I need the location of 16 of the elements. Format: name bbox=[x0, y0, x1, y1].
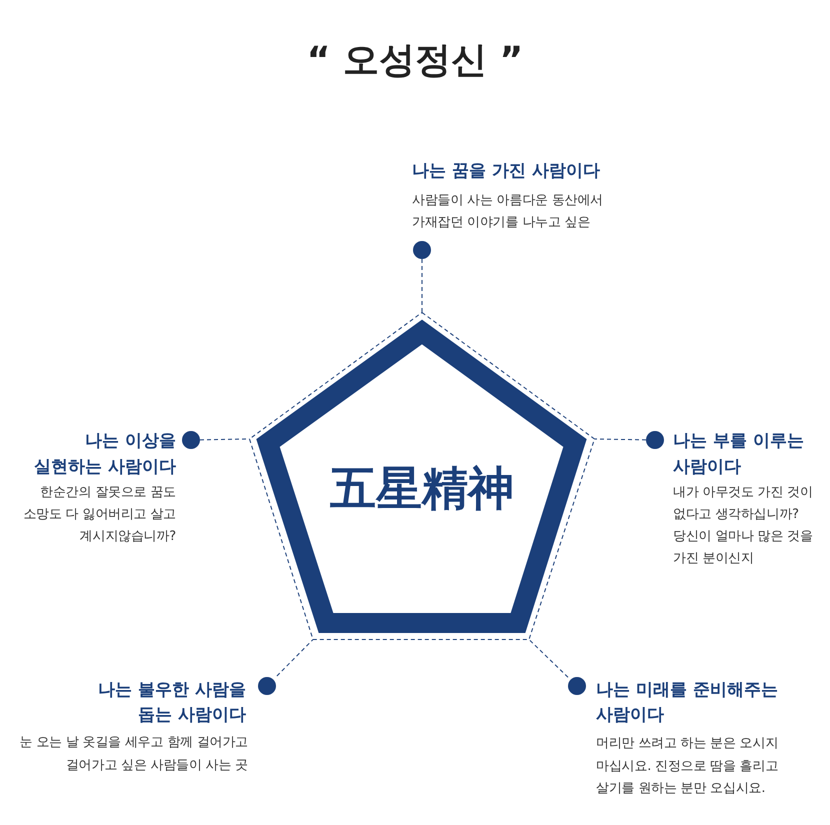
callout-text: 사람들이 사는 아름다운 동산에서 가재잡던 이야기를 나누고 싶은 bbox=[412, 192, 604, 232]
leader-line bbox=[528, 639, 568, 678]
callout-text: 내가 아무것도 가진 것이 없다고 생각하십니까? 당신이 얼마나 많은 것을 가진 분이신지 bbox=[673, 484, 814, 568]
callout-heading: 나는 불우한 사람을 돕는 사람이다 bbox=[97, 679, 246, 727]
callout-text: 머리만 쓰려고 하는 분은 오시지 마십시요. 진정으로 땀을 흘리고 살기를 원하는 분만 오십시요. bbox=[596, 735, 780, 798]
callout-heading: 나는 꿈을 가진 사람이다 bbox=[412, 160, 600, 183]
title: “ 오성정신 ” bbox=[306, 39, 524, 83]
callout-text: 눈 오는 날 옷길을 세우고 함께 걸어가고 걸어가고 싶은 사람들이 사는 곳 bbox=[18, 734, 248, 775]
callout-text: 한순간의 잘못으로 꿈도 소망도 다 잃어버리고 살고 계시지않습니까? bbox=[22, 484, 176, 546]
callout-heading: 나는 미래를 준비해주는 사람이다 bbox=[596, 679, 779, 727]
leader-line bbox=[276, 639, 314, 676]
callout-heading: 나는 부를 이루는 사람이다 bbox=[673, 430, 805, 479]
callout-heading: 나는 이상을 실현하는 사람이다 bbox=[33, 430, 176, 479]
center-label: 五星精神 bbox=[329, 460, 515, 516]
leader-line bbox=[200, 438, 250, 440]
leader-line bbox=[594, 438, 646, 440]
